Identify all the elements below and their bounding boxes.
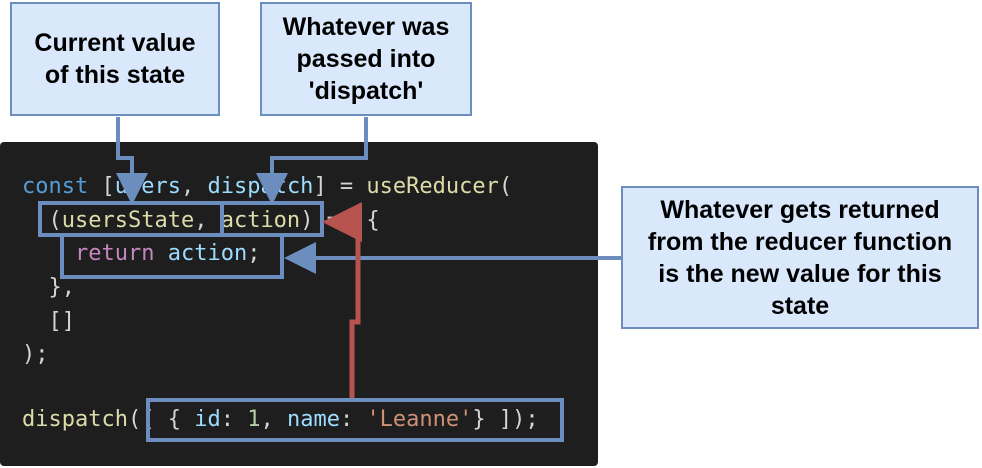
code-punct: ;: [247, 241, 261, 266]
code-punct: ,: [194, 208, 221, 233]
code-param-action: action: [220, 208, 301, 233]
code-line-3: return action;: [22, 237, 260, 271]
code-punct: (: [498, 174, 513, 199]
code-punct: [154, 241, 167, 266]
code-var-users: users: [114, 174, 181, 199]
callout-reducer-return: Whatever gets returned from the reducer …: [621, 186, 979, 329]
code-param-usersstate: usersState: [61, 208, 195, 233]
code-var-action: action: [167, 241, 248, 266]
code-punct: (: [22, 208, 62, 233]
code-line-1: const [users, dispatch] = useReducer(: [22, 170, 512, 204]
code-line-8: dispatch([ { id: 1, name: 'Leanne'} ]);: [22, 403, 539, 437]
code-line-2: (usersState, action) => {: [22, 204, 380, 238]
code-keyword-return: return: [74, 241, 155, 266]
code-punct: ,: [260, 407, 287, 432]
code-string: 'Leanne': [366, 407, 473, 432]
code-number: 1: [247, 407, 261, 432]
code-var-dispatch: dispatch: [207, 174, 314, 199]
code-punct: :: [220, 407, 248, 432]
code-fn-usereducer: useReducer: [366, 174, 499, 199]
code-keyword-const: const: [22, 174, 89, 199]
code-line-6: );: [22, 342, 49, 367]
code-line-5: []: [22, 309, 75, 334]
code-panel: const [users, dispatch] = useReducer( (u…: [0, 142, 598, 466]
code-fn-dispatch: dispatch: [22, 407, 128, 432]
code-punct: } ]);: [472, 407, 539, 432]
code-punct: ,: [180, 174, 208, 199]
code-punct: ([ {: [127, 407, 195, 432]
code-line-4: },: [22, 275, 75, 300]
code-punct: [: [88, 174, 115, 199]
code-punct: :: [339, 407, 367, 432]
code-indent: [22, 241, 75, 266]
code-punct: ) => {: [300, 208, 380, 233]
code-punct: ] =: [313, 174, 367, 199]
code-key-id: id: [194, 407, 221, 432]
code-key-name: name: [286, 407, 340, 432]
callout-current-value: Current value of this state: [10, 2, 220, 116]
callout-dispatch-arg: Whatever was passed into 'dispatch': [260, 2, 472, 116]
